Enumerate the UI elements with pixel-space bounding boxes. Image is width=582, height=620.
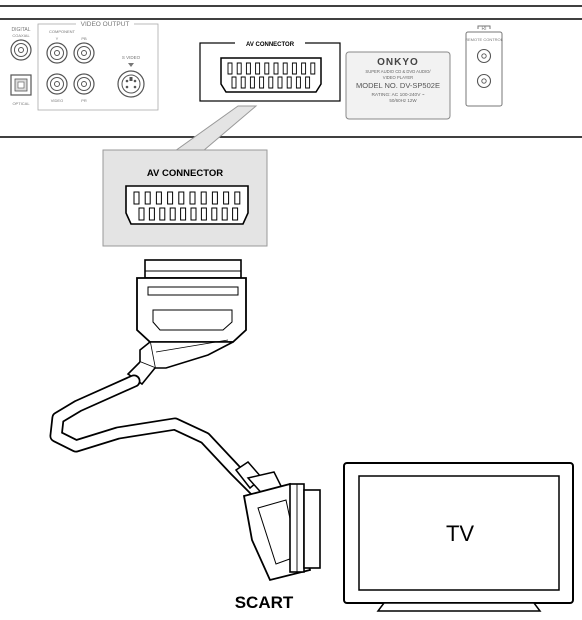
av-connector-panel-label: AV CONNECTOR: [246, 42, 295, 48]
scart-socket-panel[interactable]: [220, 57, 322, 93]
av-connector-panel: AV CONNECTOR: [199, 38, 341, 102]
component-pr-jack[interactable]: [73, 73, 95, 95]
video-output-group: VIDEO OUTPUT COMPONENT Y PB: [37, 20, 159, 111]
rear-panel: DIGITAL COAXIAL OPTICAL VIDEO OUTPUT COM…: [0, 5, 582, 138]
callout: AV CONNECTOR: [102, 105, 268, 247]
remote-control-group: RI REMOTE CONTROL: [465, 25, 504, 107]
digital-output-group: DIGITAL COAXIAL OPTICAL: [10, 27, 32, 106]
y-label: Y: [56, 36, 59, 41]
pr-label: PR: [81, 98, 87, 103]
rating-plate-line2: VIDEO PLAYER: [383, 75, 413, 80]
component-label: COMPONENT: [49, 29, 76, 34]
tv: TV: [343, 462, 574, 612]
scart-plug-top: [126, 259, 247, 386]
remote-control-label: REMOTE CONTROL: [465, 37, 504, 42]
remote-icon: RI: [482, 26, 487, 32]
coaxial-jack[interactable]: [10, 39, 32, 61]
digital-label: DIGITAL: [11, 27, 30, 33]
composite-video-jack[interactable]: [46, 73, 68, 95]
scart-cable: [49, 259, 321, 582]
rating-plate: ONKYO SUPER AUDIO CD & DVD AUDIO/ VIDEO …: [345, 51, 451, 120]
model-number: MODEL NO. DV-SP502E: [356, 81, 440, 90]
pb-label: PB: [81, 36, 87, 41]
remote-jack-2[interactable]: [476, 73, 492, 89]
scart-socket-detail: [125, 185, 249, 225]
coaxial-label: COAXIAL: [12, 33, 30, 38]
optical-jack[interactable]: [10, 74, 32, 96]
video-label: VIDEO: [51, 98, 63, 103]
optical-label: OPTICAL: [12, 101, 30, 106]
rating-text-2: 50/60Hz 12W: [389, 98, 417, 103]
component-pb-jack[interactable]: [73, 42, 95, 64]
scart-plug-bottom: [234, 461, 321, 582]
brand-logo: ONKYO: [377, 57, 419, 68]
s-video-jack[interactable]: [117, 70, 145, 98]
rating-text: RATING: AC 100-240V ~: [371, 92, 424, 98]
s-video-label: S VIDEO: [122, 55, 141, 60]
callout-label: AV CONNECTOR: [147, 168, 223, 179]
video-output-label: VIDEO OUTPUT: [81, 21, 130, 28]
remote-jack-1[interactable]: [476, 48, 492, 64]
tv-label: TV: [446, 521, 474, 546]
scart-label: SCART: [235, 593, 294, 612]
component-y-jack[interactable]: [46, 42, 68, 64]
rating-plate-line1: SUPER AUDIO CD & DVD AUDIO/: [365, 69, 431, 74]
